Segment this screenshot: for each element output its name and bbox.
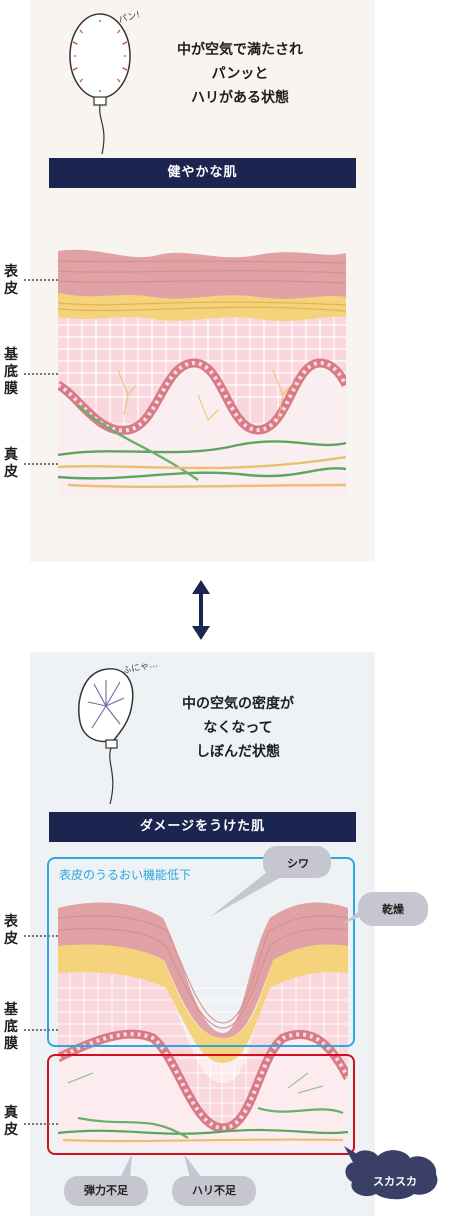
healthy-skin-illustration [58,249,346,497]
label-basement-bottom: 基底膜 [4,1002,18,1052]
label-basement-top: 基底膜 [4,347,18,397]
leader-epidermis-top [24,279,58,281]
epidermis-function-label: 表皮のうるおい機能低下 [59,868,192,882]
label-epidermis-top: 表皮 [4,264,18,297]
label-dermis-bottom: 真皮 [4,1105,18,1138]
damaged-skin-illustration [58,902,348,1148]
healthy-caption: 中が空気で満たされ パンッと ハリがある状態 [177,42,303,106]
damaged-skin-title-bar: ダメージをうけた肌 [49,812,356,842]
wrinkle-callout-bubble [210,846,331,917]
epidermis-function-box [47,857,355,1047]
damaged-caption: 中の空気の密度が なくなって しぼんだ状態 [182,696,294,760]
deflated-balloon-icon [78,668,134,805]
leader-epidermis-bottom [24,935,58,937]
label-epidermis-bottom: 表皮 [4,914,18,947]
label-dermis-top: 真皮 [4,447,18,480]
dryness-callout-bubble [342,892,428,926]
elasticity-callout-tail [120,1154,132,1178]
leader-basement-bottom [24,1029,58,1031]
elasticity-callout: 弾力不足 [64,1176,148,1206]
dermis-problem-box [47,1054,355,1155]
firmness-callout-tail [184,1154,202,1178]
leader-dermis-bottom [24,1123,58,1125]
firmness-callout: ハリ不足 [172,1176,256,1206]
dryness-label: 乾燥 [382,903,404,916]
leader-dermis-top [24,463,58,465]
hollow-callout-bubble [344,1146,438,1200]
inflated-balloon-icon [69,13,131,155]
healthy-skin-title-bar: 健やかな肌 [49,158,356,188]
double-arrow-icon [192,580,210,640]
wrinkle-label: シワ [287,857,309,870]
hollow-label: スカスカ [373,1175,417,1188]
leader-basement-top [24,373,58,375]
